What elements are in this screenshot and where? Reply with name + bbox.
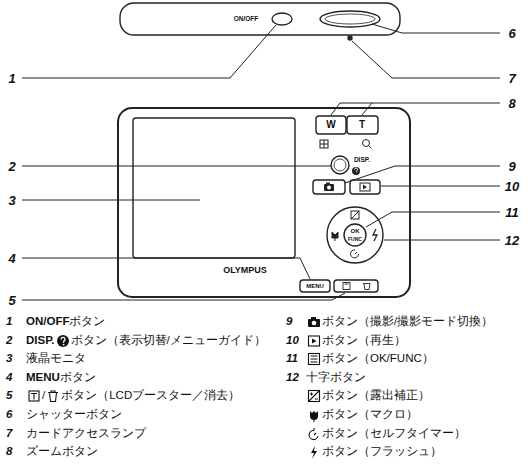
legend-row: 4MENUボタン (6, 371, 96, 385)
help-icon (56, 334, 70, 348)
callout-number: 9 (507, 160, 516, 173)
play-button (350, 180, 380, 194)
zoom-icons (320, 140, 372, 149)
menu-button (300, 280, 330, 292)
callout-number: 2 (7, 160, 16, 173)
help-icon (352, 167, 360, 175)
item-text: MENU (26, 371, 60, 385)
item-number: 10 (286, 334, 306, 348)
cross-pad (327, 207, 383, 263)
callout-number: 10 (504, 180, 520, 193)
item-number: 5 (6, 389, 26, 403)
item-text: ON/OFF (26, 315, 69, 329)
timer-icon (307, 427, 321, 441)
item-text: 十字ボタン (306, 371, 366, 385)
zoom-t (347, 116, 378, 134)
shutter-button (320, 11, 380, 27)
trash-icon (46, 389, 60, 403)
legend-row: 3液晶モニタ (6, 352, 86, 366)
lcd-boost-button (334, 280, 378, 292)
callout-number: 12 (504, 234, 520, 247)
button-text: ON/OFF (234, 16, 259, 23)
legend-row: 11 ボタン（OK/FUNC） (286, 352, 434, 366)
lcd-monitor (133, 118, 295, 258)
item-number: 3 (6, 352, 26, 366)
legend-row: 7カードアクセスランプ (6, 427, 146, 441)
button-text: DISP. (354, 157, 370, 164)
item-text: ボタン (69, 315, 105, 329)
item-text: シャッターボタン (26, 408, 122, 422)
item-text: ボタン（マクロ） (322, 408, 418, 422)
ok-icon (307, 352, 321, 366)
item-text: ボタン（フラッシュ） (322, 445, 442, 459)
callout-number: 3 (7, 194, 16, 207)
item-text: カードアクセスランプ (26, 427, 146, 441)
camera-back-body (118, 108, 410, 297)
item-text: ボタン（LCDブースター／消去） (61, 389, 240, 403)
item-text: DISP. (26, 334, 55, 348)
item-number: 11 (286, 352, 306, 366)
flash-icon (307, 445, 321, 459)
legend-row: 5 / ボタン（LCDブースター／消去） (6, 389, 240, 403)
legend-row: 12十字ボタン (286, 371, 366, 385)
item-number: 8 (6, 445, 26, 459)
callout-number: 5 (7, 294, 16, 307)
item-text: / (42, 389, 45, 403)
legend-row: ボタン（フラッシュ） (306, 445, 442, 459)
item-text: ボタン（セルフタイマー） (322, 427, 466, 441)
item-number: 1 (6, 315, 26, 329)
legend-row: ボタン（露出補正） (306, 389, 430, 403)
callout-number: 1 (7, 72, 16, 85)
lcd-trash-icons (343, 283, 370, 290)
button-text: W (326, 120, 335, 130)
legend-row: 9 ボタン（撮影/撮影モード切換） (286, 315, 493, 329)
callout-number: 11 (504, 206, 520, 219)
zoom-w (316, 116, 346, 134)
ok-button (344, 224, 366, 246)
pad-icons (332, 211, 377, 258)
legend-row: 10 ボタン（再生） (286, 334, 406, 348)
button-text: FUNC (348, 237, 362, 242)
item-number: 6 (6, 408, 26, 422)
play-icon (307, 334, 321, 348)
item-number: 2 (6, 334, 26, 348)
callout-number: 6 (507, 27, 516, 40)
macro-icon (307, 408, 321, 422)
button-text: T (359, 120, 365, 130)
button-text: MENU (306, 283, 324, 289)
legend-row: ボタン（マクロ） (306, 408, 418, 422)
legend-row: 6シャッターボタン (6, 408, 122, 422)
brand-logo: OLYMPUS (223, 266, 267, 275)
exp-icon (307, 389, 321, 403)
callout-number: 4 (7, 252, 16, 265)
callout-number: 7 (507, 72, 516, 85)
button-text: OK (351, 228, 360, 234)
item-text: ズームボタン (26, 445, 98, 459)
camera-top-body (120, 3, 400, 35)
legend-row: 2DISP. ボタン（表示切替/メニューガイド） (6, 334, 266, 348)
lcd-icon (27, 389, 41, 403)
shooting-button (313, 180, 345, 194)
cam-icon (307, 315, 321, 329)
legend-row: 8ズームボタン (6, 445, 98, 459)
disp-button (331, 156, 349, 174)
item-text: ボタン（表示切替/メニューガイド） (71, 334, 266, 348)
item-number: 12 (286, 371, 306, 385)
item-number: 9 (286, 315, 306, 329)
shutter-ring (325, 14, 375, 24)
callout-number: 8 (507, 97, 516, 110)
item-number: 4 (6, 371, 26, 385)
legend-row: 1ON/OFFボタン (6, 315, 105, 329)
item-text: ボタン (60, 371, 96, 385)
item-number: 7 (6, 427, 26, 441)
leader-lines (22, 24, 500, 300)
item-text: ボタン（露出補正） (322, 389, 430, 403)
access-lamp (348, 36, 352, 40)
power-button (272, 13, 292, 25)
item-text: ボタン（OK/FUNC） (322, 352, 434, 366)
legend-row: ボタン（セルフタイマー） (306, 427, 466, 441)
item-text: ボタン（再生） (322, 334, 406, 348)
item-text: ボタン（撮影/撮影モード切換） (322, 315, 493, 329)
item-text: 液晶モニタ (26, 352, 86, 366)
